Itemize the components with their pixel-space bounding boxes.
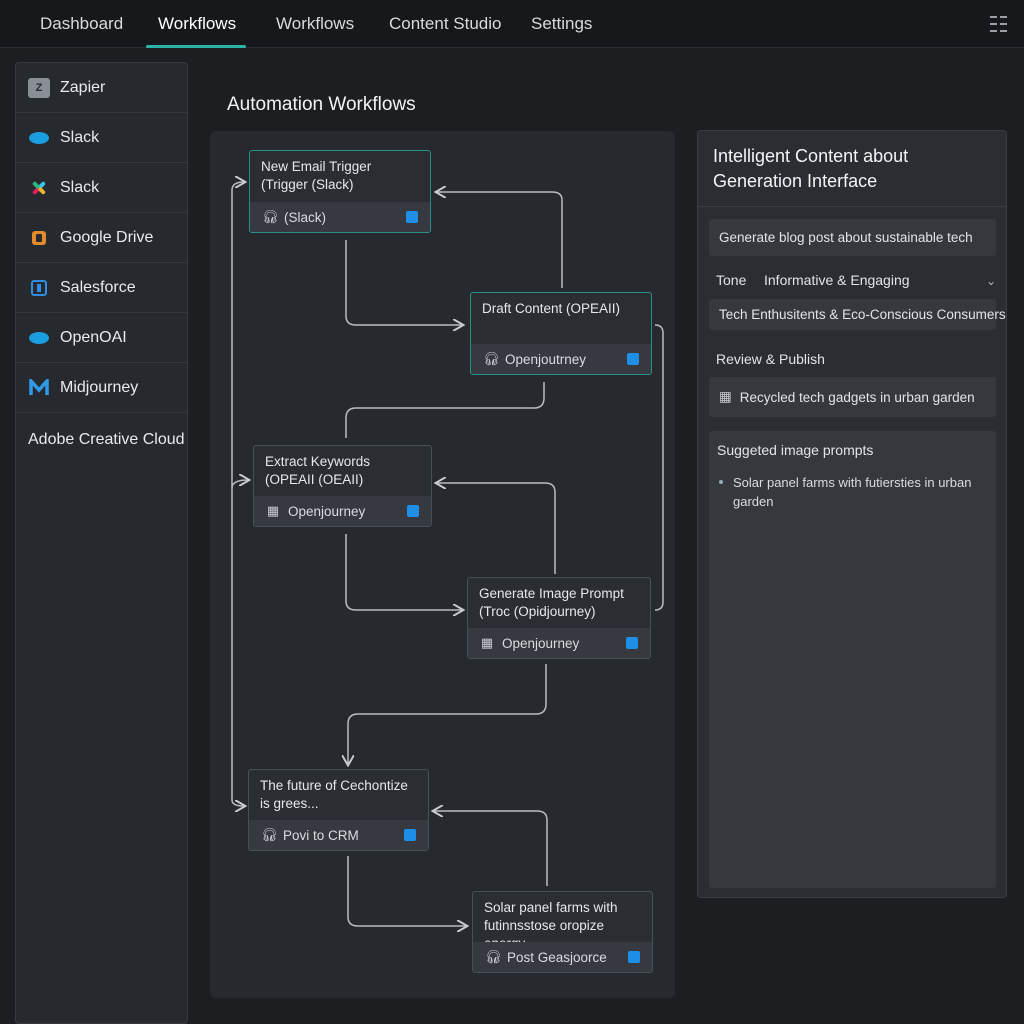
node-status-badge (404, 829, 416, 841)
node-title: Generate Image Prompt (Troc (Opidjourney… (479, 586, 624, 619)
tab-workflows-2[interactable]: Workflows (276, 14, 355, 33)
grid-icon: ▦ (719, 389, 732, 404)
sidebar-item-slack-2[interactable]: Slack (16, 163, 187, 213)
headphones-icon: 🎧︎ (485, 949, 502, 964)
sidebar-item-label: Slack (60, 128, 100, 146)
node-footer: ▦ Openjourney (254, 496, 431, 526)
headphones-icon: 🎧︎ (483, 351, 500, 366)
node-status-badge (627, 353, 639, 365)
node-title: New Email Trigger (Trigger (Slack) (261, 159, 372, 192)
grid-icon: ▦ (266, 503, 280, 518)
node-status-badge (407, 505, 419, 517)
salesforce-cloud-icon (28, 128, 50, 148)
panel-title: Intelligent Content about Generation Int… (713, 146, 909, 191)
sidebar-item-label: Adobe Creative Cloud (28, 431, 185, 448)
node-footer-label: Povi to CRM (283, 827, 359, 843)
prompt-value: Generate blog post about sustainable tec… (719, 230, 973, 245)
node-footer: 🎧︎ (Slack) (250, 202, 430, 232)
sidebar-item-label: Midjourney (60, 378, 139, 396)
sidebar-item-salesforce[interactable]: Salesforce (16, 263, 187, 313)
sidebar-item-label: Salesforce (60, 278, 136, 296)
workflow-canvas[interactable] (210, 131, 675, 998)
node-footer-label: Openjourney (502, 635, 580, 651)
cloud-icon (28, 328, 50, 348)
suggested-prompts-box: Suggeted image prompts Solar panel farms… (709, 431, 996, 888)
sidebar-item-google-drive[interactable]: Google Drive (16, 213, 187, 263)
midjourney-icon (28, 378, 50, 398)
zapier-icon: Z (28, 77, 50, 98)
grid-icon: ▦ (480, 635, 494, 650)
node-title: Solar panel farms with futinnsstose orop… (484, 900, 618, 951)
tab-workflows[interactable]: Workflows (145, 0, 247, 48)
chevron-down-icon: ⌄ (985, 274, 996, 288)
image-prompt-input[interactable]: ▦ Recycled tech gadgets in urban garden (709, 377, 996, 417)
tab-dashboard[interactable]: Dashboard (40, 14, 124, 33)
sidebar-item-label: Slack (60, 178, 100, 196)
node-footer: ▦ Openjourney (468, 628, 650, 658)
image-prompt-value: Recycled tech gadgets in urban garden (739, 389, 975, 405)
node-title: Extract Keywords (OPEAII (OEAII) (265, 454, 371, 487)
audience-value: Tech Enthusitents & Eco-Conscious Consum… (719, 307, 1006, 322)
workflow-node-email-trigger[interactable]: New Email Trigger (Trigger (Slack) 🎧︎ (S… (249, 150, 431, 233)
tone-value: Informative & Engaging (764, 272, 910, 288)
node-footer-label: Post Geasjoorce (507, 949, 607, 965)
top-nav: Dashboard Workflows Workflows Content St… (0, 0, 1024, 48)
sidebar-item-slack[interactable]: Slack (16, 113, 187, 163)
tone-label: Tone (716, 272, 747, 288)
audience-input[interactable]: Tech Enthusitents & Eco-Conscious Consum… (709, 299, 1006, 330)
sidebar-item-adobe-creative-cloud[interactable]: Adobe Creative Cloud (16, 415, 187, 465)
tab-settings[interactable]: Settings (531, 14, 593, 33)
workflow-node-extract-keywords[interactable]: Extract Keywords (OPEAII (OEAII) ▦ Openj… (253, 445, 432, 527)
sidebar-item-label: Zapier (60, 78, 106, 96)
suggestions-title: Suggeted image prompts (717, 442, 874, 458)
workflow-node-post-to-crm[interactable]: The future of Cechontize is grees... 🎧︎ … (248, 769, 429, 851)
sidebar-item-zapier[interactable]: Z Zapier (16, 63, 187, 113)
workflow-node-draft-content[interactable]: Draft Content (OPEAII) 🎧︎ Openjoutrney (470, 292, 652, 375)
sidebar-item-midjourney[interactable]: Midjourney (16, 363, 187, 413)
headphones-icon: 🎧︎ (262, 209, 279, 224)
workflow-node-generate-image-prompt[interactable]: Generate Image Prompt (Troc (Opidjourney… (467, 577, 651, 659)
menu-grid-icon[interactable] (990, 16, 1008, 32)
node-status-badge (626, 637, 638, 649)
sidebar-item-label: Google Drive (60, 228, 154, 246)
content-generation-panel: Intelligent Content about Generation Int… (697, 130, 1007, 898)
google-drive-icon (28, 228, 50, 248)
node-title: Draft Content (OPEAII) (482, 301, 621, 316)
tab-content-studio[interactable]: Content Studio (389, 14, 502, 33)
node-footer: 🎧︎ Post Geasjoorce (473, 942, 652, 972)
node-status-badge (628, 951, 640, 963)
bullet-icon (719, 480, 723, 484)
review-publish-label: Review & Publish (716, 351, 825, 367)
node-footer-label: (Slack) (284, 209, 327, 225)
slack-icon (28, 178, 50, 198)
workflow-node-post-salesforce[interactable]: Solar panel farms with futinnsstose orop… (472, 891, 653, 973)
sidebar-item-openoai[interactable]: OpenOAI (16, 313, 187, 363)
node-footer: 🎧︎ Openjoutrney (471, 344, 651, 374)
salesforce-icon (28, 278, 50, 298)
sidebar-item-label: OpenOAI (60, 328, 127, 346)
prompt-input[interactable]: Generate blog post about sustainable tec… (709, 219, 996, 256)
node-footer: 🎧︎ Povi to CRM (249, 820, 428, 850)
integrations-sidebar: Z Zapier Slack Slack Google Drive Salesf… (15, 62, 188, 1024)
node-status-badge (406, 211, 418, 223)
page-title: Automation Workflows (227, 94, 416, 115)
node-title: The future of Cechontize is grees... (260, 778, 408, 811)
headphones-icon: 🎧︎ (261, 827, 278, 842)
node-footer-label: Openjoutrney (505, 351, 587, 367)
suggestion-item[interactable]: Solar panel farms with futiersties in ur… (733, 475, 972, 509)
panel-divider (698, 206, 1006, 207)
node-footer-label: Openjourney (288, 503, 366, 519)
tone-select[interactable]: Tone Informative & Engaging ⌄ (716, 272, 996, 288)
